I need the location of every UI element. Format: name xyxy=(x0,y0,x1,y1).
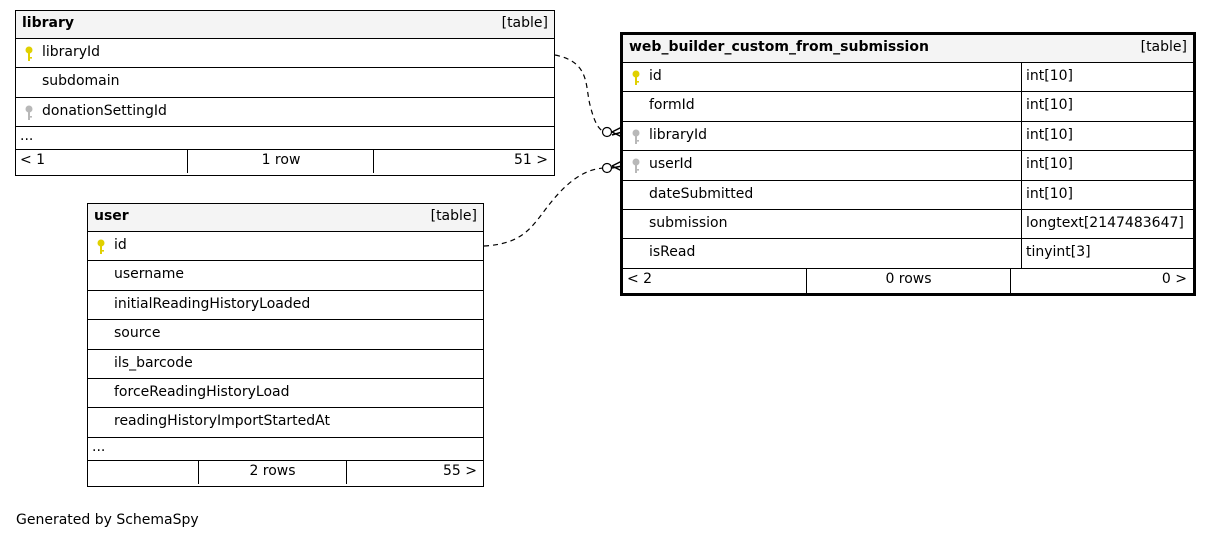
column-row[interactable]: id xyxy=(88,232,483,262)
table-name[interactable]: web_builder_custom_from_submission xyxy=(629,39,929,55)
column-row[interactable]: donationSettingId xyxy=(16,98,554,128)
column-row[interactable]: username xyxy=(88,261,483,291)
children-count[interactable]: 0 > xyxy=(1161,270,1187,287)
more-columns-indicator: ... xyxy=(88,438,483,461)
column-name: submission xyxy=(649,214,728,231)
table-footer: 2 rows 55 > xyxy=(88,460,483,484)
parents-count[interactable]: < 2 xyxy=(627,270,653,287)
foreign-key-icon xyxy=(25,105,33,120)
row-count: 1 row xyxy=(261,152,301,169)
column-name: userId xyxy=(649,156,693,173)
column-row[interactable]: libraryId xyxy=(16,39,554,69)
table-user[interactable]: user [table] id username initialReadingH… xyxy=(87,203,484,487)
column-name: subdomain xyxy=(42,73,120,90)
table-header: library [table] xyxy=(16,11,554,39)
column-name: donationSettingId xyxy=(42,102,167,119)
table-name[interactable]: user xyxy=(94,208,129,224)
table-kind: [table] xyxy=(1140,39,1187,55)
column-row[interactable]: isRead tinyint[3] xyxy=(623,239,1193,269)
column-row[interactable]: formId int[10] xyxy=(623,92,1193,122)
table-header: web_builder_custom_from_submission [tabl… xyxy=(623,35,1193,63)
column-name: username xyxy=(114,266,184,283)
column-type: int[10] xyxy=(1021,92,1193,121)
generated-by-caption: Generated by SchemaSpy xyxy=(16,512,199,528)
foreign-key-icon xyxy=(632,158,640,174)
table-name[interactable]: library xyxy=(22,15,75,31)
column-row[interactable]: forceReadingHistoryLoad xyxy=(88,379,483,409)
column-type: longtext[2147483647] xyxy=(1021,209,1193,239)
primary-key-icon xyxy=(25,46,33,61)
column-row[interactable]: ils_barcode xyxy=(88,350,483,379)
column-type: int[10] xyxy=(1021,121,1193,151)
table-web-builder-custom-from-submission[interactable]: web_builder_custom_from_submission [tabl… xyxy=(620,32,1196,296)
row-count: 0 rows xyxy=(885,270,932,287)
children-count[interactable]: 51 > xyxy=(514,152,548,169)
table-header: user [table] xyxy=(88,204,483,232)
more-columns-indicator: ... xyxy=(16,127,554,151)
column-row[interactable]: id int[10] xyxy=(623,63,1193,93)
column-type: int[10] xyxy=(1021,180,1193,209)
column-row[interactable]: userId int[10] xyxy=(623,151,1193,181)
column-name: forceReadingHistoryLoad xyxy=(114,383,290,400)
column-name: source xyxy=(114,325,161,342)
row-count: 2 rows xyxy=(249,462,296,479)
table-footer: < 1 1 row 51 > xyxy=(16,150,554,174)
table-kind: [table] xyxy=(501,15,548,31)
column-type: int[10] xyxy=(1021,63,1193,92)
column-name: readingHistoryImportStartedAt xyxy=(114,413,330,430)
column-type: tinyint[3] xyxy=(1021,239,1193,268)
table-library[interactable]: library [table] libraryId subdomain dona… xyxy=(15,10,555,176)
column-name: id xyxy=(649,68,662,84)
column-name: id xyxy=(114,237,127,253)
column-name: libraryId xyxy=(649,126,708,143)
foreign-key-icon xyxy=(632,129,640,144)
column-row[interactable]: readingHistoryImportStartedAt xyxy=(88,408,483,438)
relationship-user-id xyxy=(483,167,607,247)
column-name: formId xyxy=(649,97,695,114)
column-type: int[10] xyxy=(1021,151,1193,180)
column-row[interactable]: subdomain xyxy=(16,68,554,98)
column-row[interactable]: libraryId int[10] xyxy=(623,121,1193,152)
column-name: initialReadingHistoryLoaded xyxy=(114,295,311,312)
children-count[interactable]: 55 > xyxy=(443,462,477,479)
column-name: ils_barcode xyxy=(114,354,193,371)
column-row[interactable]: source xyxy=(88,320,483,350)
column-name: libraryId xyxy=(42,44,101,60)
parents-count[interactable]: < 1 xyxy=(20,152,46,169)
primary-key-icon xyxy=(632,70,640,85)
column-row[interactable]: submission longtext[2147483647] xyxy=(623,209,1193,240)
column-row[interactable]: initialReadingHistoryLoaded xyxy=(88,291,483,321)
column-name: isRead xyxy=(649,244,696,261)
relationship-library-libraryid xyxy=(554,54,608,133)
zero-cardinality-marker xyxy=(601,126,613,138)
primary-key-icon xyxy=(97,239,105,254)
table-footer: < 2 0 rows 0 > xyxy=(623,268,1193,293)
zero-cardinality-marker xyxy=(601,162,613,174)
table-kind: [table] xyxy=(430,208,477,224)
column-name: dateSubmitted xyxy=(649,185,754,202)
column-row[interactable]: dateSubmitted int[10] xyxy=(623,180,1193,210)
